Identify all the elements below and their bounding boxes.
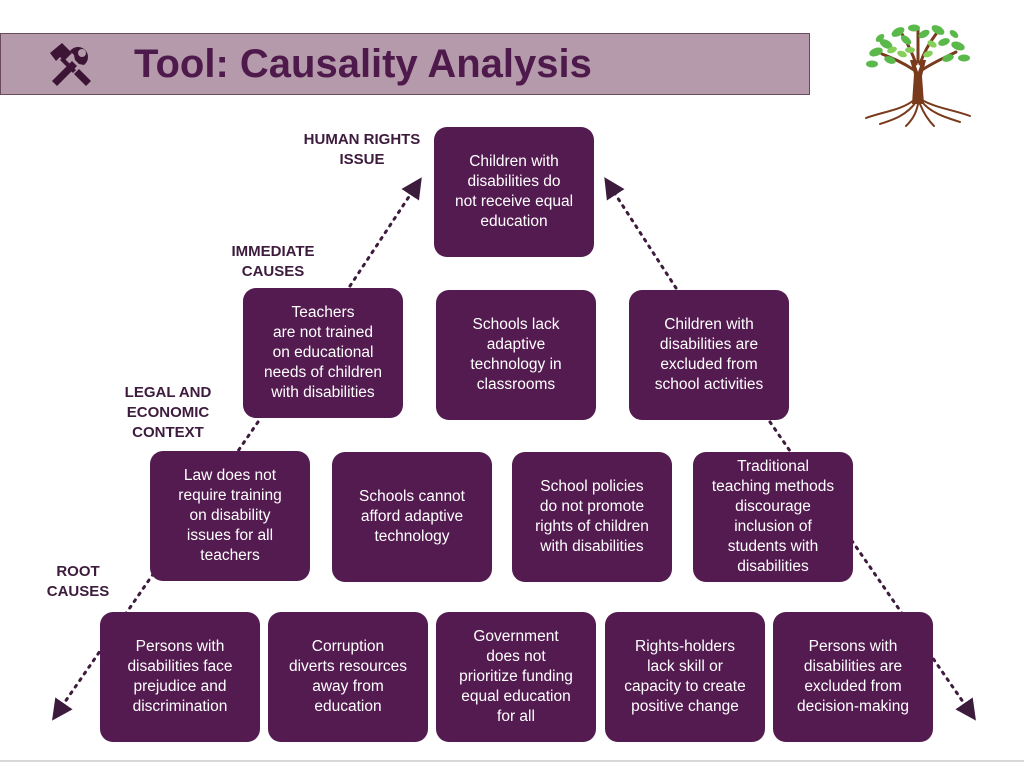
issue-box: Children with disabilities do not receiv… [434, 127, 594, 257]
label-immediate-causes: IMMEDIATE CAUSES [231, 243, 315, 280]
footer-divider [0, 760, 1024, 762]
title-bar: Tool: Causality Analysis [0, 33, 810, 95]
immediate-cause-box: Children with disabilities are excluded … [629, 290, 789, 420]
root-cause-box: Government does not prioritize funding e… [436, 612, 596, 742]
tree-logo [865, 24, 971, 127]
label-legal-economic-context: LEGAL AND ECONOMIC CONTEXT [124, 384, 212, 441]
root-cause-box: Rights-holders lack skill or capacity to… [605, 612, 765, 742]
legal-context-box: School policies do not promote rights of… [512, 452, 672, 582]
page-title: Tool: Causality Analysis [134, 42, 592, 86]
arrow-right-upper [604, 177, 678, 290]
immediate-cause-box: Teachers are not trained on educational … [243, 288, 403, 418]
tools-icon [50, 43, 91, 86]
root-cause-box: Persons with disabilities are excluded f… [773, 612, 933, 742]
label-human-rights-issue: HUMAN RIGHTS ISSUE [303, 131, 421, 168]
immediate-cause-box: Schools lack adaptive technology in clas… [436, 290, 596, 420]
arrow-left-upper [348, 177, 422, 288]
legal-context-box: Schools cannot afford adaptive technolog… [332, 452, 492, 582]
legal-context-box: Traditional teaching methods discourage … [693, 452, 853, 582]
root-cause-box: Corruption diverts resources away from e… [268, 612, 428, 742]
label-root-causes: ROOT CAUSES [46, 563, 110, 600]
root-cause-box: Persons with disabilities face prejudice… [100, 612, 260, 742]
legal-context-box: Law does not require training on disabil… [150, 451, 310, 581]
